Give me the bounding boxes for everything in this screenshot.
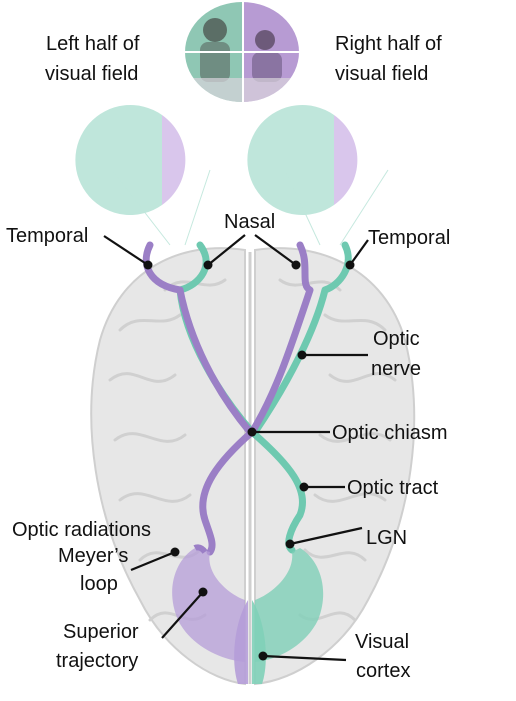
optic-nerve-label-line2: nerve — [371, 358, 421, 380]
temporal-right-label: Temporal — [368, 227, 450, 249]
temporal-left-label: Temporal — [6, 225, 88, 247]
projection-lines — [111, 169, 389, 246]
marker-dots — [143, 260, 355, 661]
left-eye-field — [75, 104, 186, 215]
nasal-label: Nasal — [224, 211, 275, 233]
superior-trajectory-label-line1: Superior — [63, 621, 139, 643]
visual-cortex-label-line2: cortex — [356, 660, 410, 682]
visual-field-photo — [185, 0, 300, 104]
optic-radiations — [172, 544, 324, 684]
optic-chiasm-label: Optic chiasm — [332, 422, 448, 444]
optic-nerve-label-line1: Optic — [373, 328, 420, 350]
left-field-label-line1: Left half of — [46, 33, 140, 55]
visual-cortex-label-line1: Visual — [355, 631, 409, 653]
meyers-loop-label-line1: Meyer’s — [58, 545, 128, 567]
left-field-label-line2: visual field — [45, 63, 138, 85]
superior-trajectory-label-line2: trajectory — [56, 650, 138, 672]
lgn-label: LGN — [366, 527, 407, 549]
right-eye-field — [247, 104, 358, 215]
meyers-loop-label-line2: loop — [80, 573, 118, 595]
optic-tract-label: Optic tract — [347, 477, 439, 499]
leader-lines — [103, 234, 369, 662]
right-field-label-line1: Right half of — [335, 33, 442, 55]
right-field-label-line2: visual field — [335, 63, 428, 85]
optic-radiations-label: Optic radiations — [12, 519, 151, 541]
